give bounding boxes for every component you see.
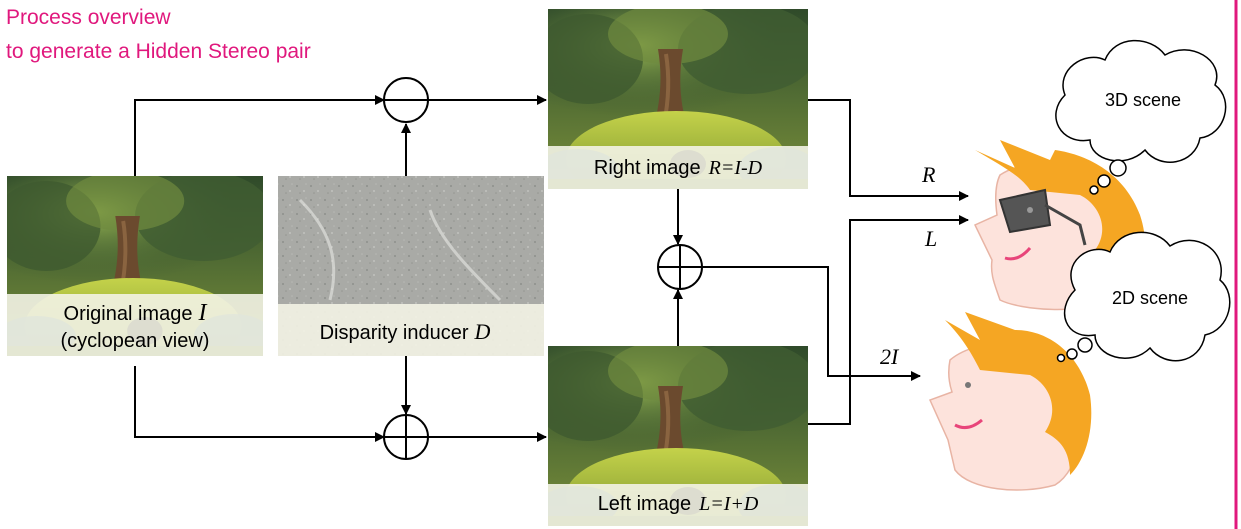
thought-text-2d: 2D scene <box>1112 288 1188 308</box>
flow-lines <box>134 95 969 442</box>
plus-circle-icon <box>383 414 429 460</box>
viewer-without-glasses-illustration <box>928 312 1092 491</box>
signal-label-l: L <box>924 226 937 251</box>
thought-text-3d: 3D scene <box>1105 90 1181 110</box>
page-title-line2: to generate a Hidden Stereo pair <box>6 40 311 63</box>
left-image-thumbnail <box>548 346 808 526</box>
signal-label-r: R <box>921 162 936 187</box>
signal-label-2i: 2I <box>880 344 900 369</box>
disparity-inducer-image <box>278 176 544 356</box>
minus-circle-icon <box>383 77 429 123</box>
original-image-thumbnail <box>7 176 263 356</box>
page-title-line1: Process overview <box>6 6 171 29</box>
right-image-thumbnail <box>548 9 808 189</box>
thought-bubble-3d <box>1055 39 1227 195</box>
thought-bubble-2d <box>1056 231 1231 363</box>
original-image-sublabel: (cyclopean view) <box>61 330 210 352</box>
plus-circle-icon <box>657 244 703 290</box>
